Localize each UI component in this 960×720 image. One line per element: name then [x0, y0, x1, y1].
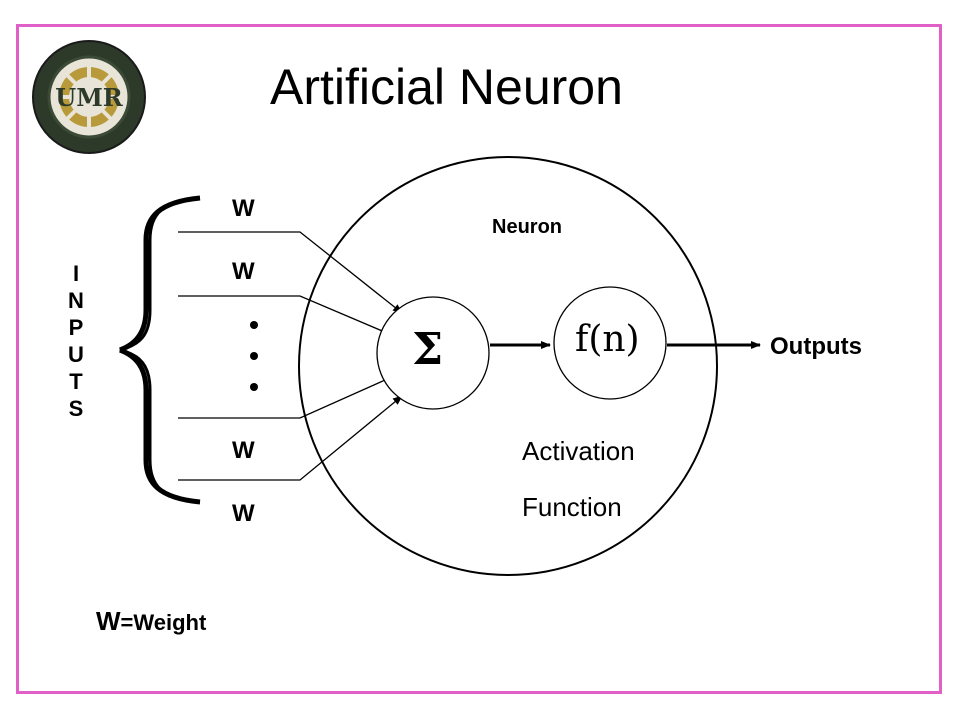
neuron-label: Neuron	[492, 216, 562, 238]
university-seal-logo: UMR	[30, 38, 148, 156]
activation-label-line1: Activation	[522, 436, 635, 466]
weight-legend: W=Weight	[96, 606, 206, 637]
weight-label: W	[232, 258, 255, 285]
inputs-letter: I	[72, 261, 80, 286]
activation-label-line2: Function	[522, 492, 622, 522]
ellipsis-dot	[250, 383, 258, 391]
input-line-3	[178, 375, 395, 419]
ellipsis-dot	[250, 321, 258, 329]
inputs-brace	[119, 196, 201, 504]
inputs-letter: T	[69, 369, 83, 394]
neuron-body	[298, 156, 718, 576]
inputs-letter: U	[68, 342, 84, 367]
legend-w: W	[96, 606, 121, 636]
seal-center-text: UMR	[55, 83, 123, 112]
summation-node	[376, 296, 490, 410]
input-line-2	[178, 295, 395, 337]
weight-label: W	[232, 500, 255, 527]
sigma-symbol: Σ	[412, 324, 444, 375]
weight-label: W	[232, 195, 255, 222]
inputs-vertical-label: I N P U T S	[64, 260, 88, 422]
ellipsis-dot	[250, 352, 258, 360]
activation-node	[553, 286, 667, 400]
activation-symbol: f(n)	[575, 319, 640, 360]
input-line-1	[178, 231, 403, 314]
inputs-letter: P	[68, 315, 84, 340]
input-line-4	[178, 395, 403, 481]
inputs-letter: S	[68, 396, 84, 421]
inputs-letter: N	[68, 288, 84, 313]
slide-title: Artificial Neuron	[270, 59, 623, 115]
legend-weight-text: =Weight	[120, 610, 207, 635]
weight-label: W	[232, 437, 255, 464]
slide-border	[16, 24, 942, 694]
outputs-label: Outputs	[770, 333, 862, 360]
